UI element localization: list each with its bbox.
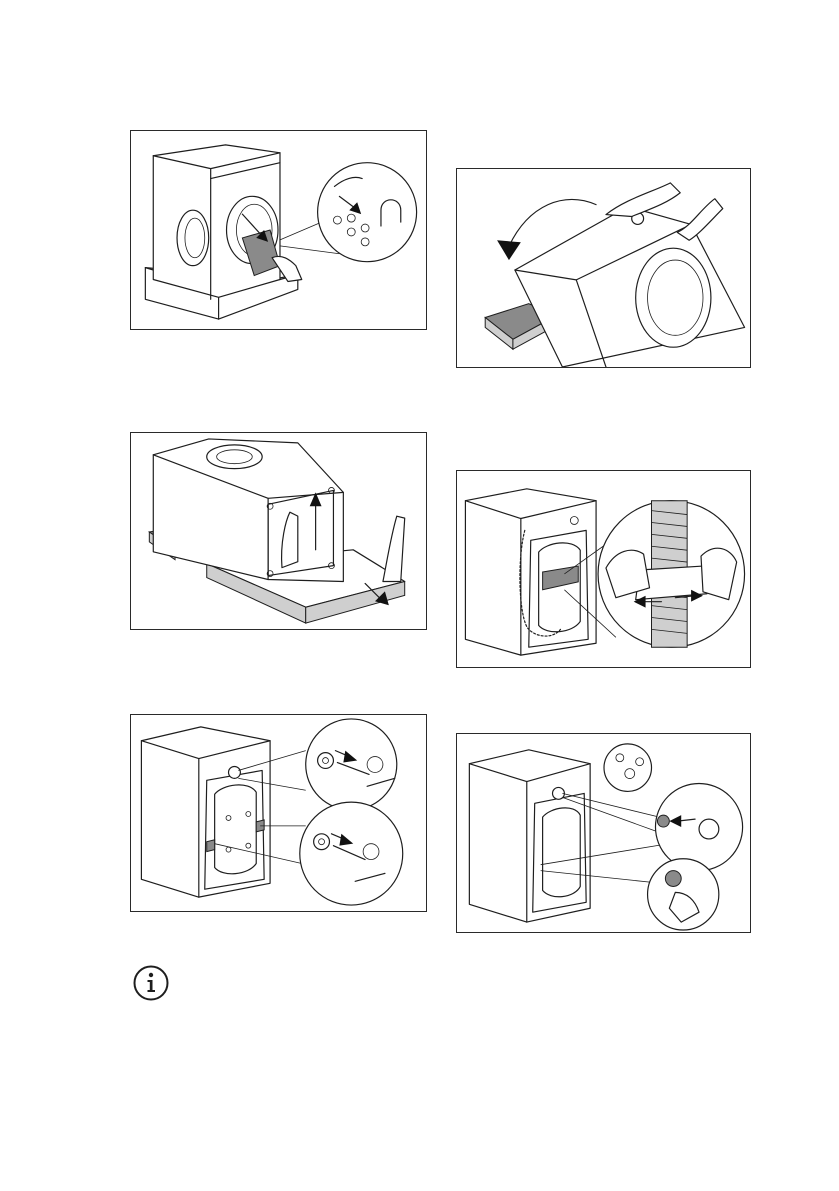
figure-remove-accessory-bag <box>130 130 427 330</box>
illustration-remove-accessory-bag <box>131 131 426 329</box>
figure-remove-packaging-base <box>130 432 427 630</box>
illustration-tilt-machine-back <box>457 169 750 367</box>
info-icon <box>133 965 169 1001</box>
figure-tilt-machine-back <box>456 168 751 368</box>
figure-release-hose-clip <box>456 470 751 668</box>
illustration-insert-plastic-caps <box>457 734 750 932</box>
illustration-remove-packaging-base <box>131 433 426 629</box>
illustration-release-hose-clip <box>457 471 750 667</box>
figure-insert-plastic-caps <box>456 733 751 933</box>
figure-unscrew-transit-bolts <box>130 714 427 912</box>
illustration-unscrew-transit-bolts <box>131 715 426 911</box>
